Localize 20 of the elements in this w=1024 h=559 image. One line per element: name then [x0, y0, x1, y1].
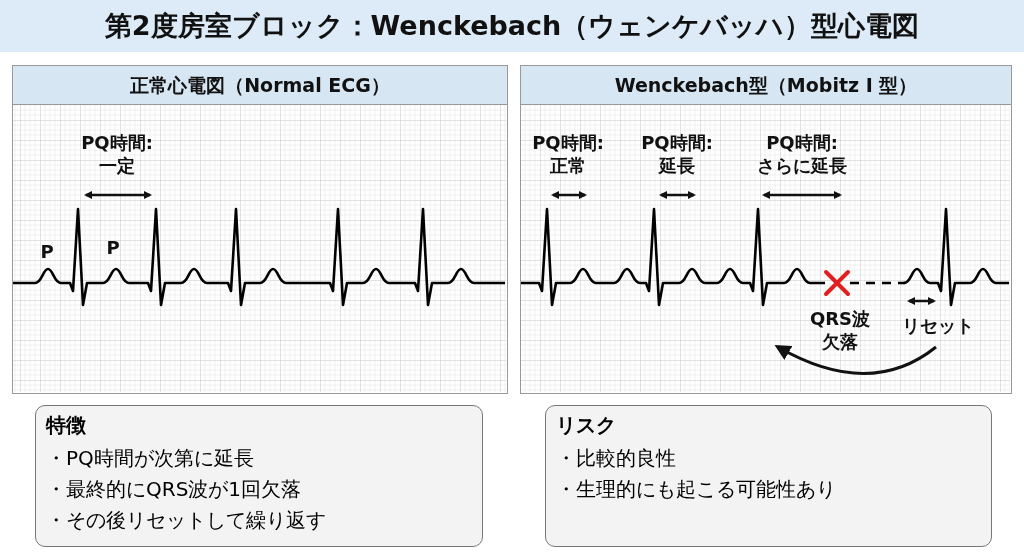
pq-interval-label: PQ時間: 正常 [532, 131, 604, 177]
bullet-item: ・生理的にも起こる可能性あり [556, 476, 836, 503]
panel-header: 正常心電図（Normal ECG） [13, 66, 507, 105]
card-heading: リスク [556, 412, 616, 439]
p-wave-label: P [40, 240, 54, 263]
info-card [35, 405, 483, 547]
bullet-item: ・最終的にQRS波が1回欠落 [46, 476, 302, 503]
pq-interval-label: PQ時間: 延長 [641, 131, 713, 177]
annotation-label: QRS波欠落 [809, 307, 871, 353]
title-banner: 第2度房室ブロック：Wenckebach（ウェンケバッハ）型心電図 [0, 0, 1024, 52]
p-wave-label: P [106, 236, 120, 259]
bullet-item: ・その後リセットして繰り返す [46, 507, 326, 534]
info-card [545, 405, 992, 547]
bullet-item: ・PQ時間が次第に延長 [46, 445, 254, 472]
card-heading: 特徴 [46, 412, 86, 439]
panel-header: Wenckebach型（Mobitz I 型） [521, 66, 1011, 105]
annotation-label: リセット [902, 314, 974, 337]
pq-interval-label: PQ時間: さらに延長 [757, 131, 847, 177]
bullet-item: ・比較的良性 [556, 445, 676, 472]
pq-interval-label: PQ時間: 一定 [81, 131, 153, 177]
